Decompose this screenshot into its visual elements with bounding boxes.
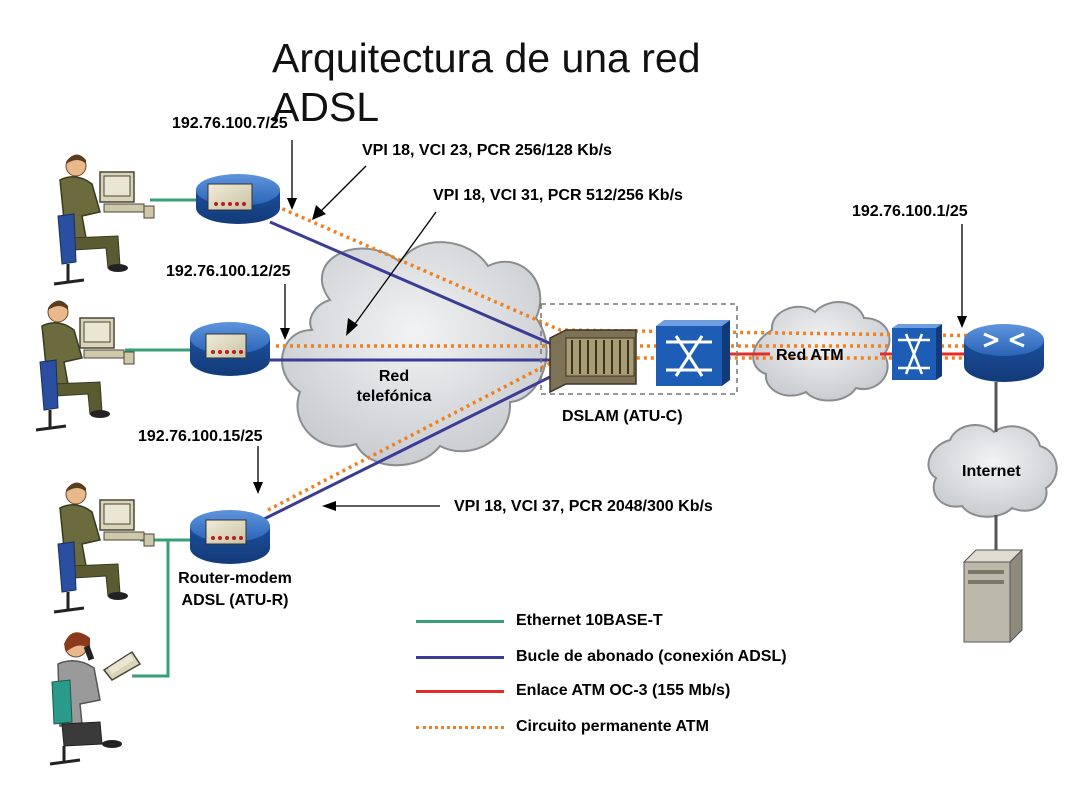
legend-label-bucle: Bucle de abonado (conexión ADSL) <box>516 648 787 665</box>
router-modem-label-line1: Router-modem <box>178 570 292 587</box>
legend-label-ethernet: Ethernet 10BASE-T <box>516 612 663 629</box>
user-at-desk-icon-2 <box>35 300 135 432</box>
legend-item-ethernet: Ethernet 10BASE-T <box>416 610 663 632</box>
red-telefonica-label-line1: Red <box>378 368 410 385</box>
dslam-label: DSLAM (ATU-C) <box>562 408 683 425</box>
dslam-icon <box>549 329 637 394</box>
vc-label-2: VPI 18, VCI 31, PCR 512/256 Kb/s <box>433 187 683 204</box>
vc-label-1: VPI 18, VCI 23, PCR 256/128 Kb/s <box>362 142 612 159</box>
red-atm-label: Red ATM <box>776 347 844 364</box>
ip-label-user-1: 192.76.100.7/25 <box>172 115 288 132</box>
router-icon-core <box>964 324 1044 382</box>
legend-swatch-atm-link <box>416 689 504 693</box>
cloud-icon-red-telefonica <box>281 241 548 467</box>
internet-label: Internet <box>962 463 1021 480</box>
vc-label-3: VPI 18, VCI 37, PCR 2048/300 Kb/s <box>454 498 713 515</box>
legend-swatch-ethernet <box>416 619 504 623</box>
legend-label-pvc: Circuito permanente ATM <box>516 718 709 735</box>
router-modem-label-line2: ADSL (ATU-R) <box>181 592 289 609</box>
legend-item-pvc: Circuito permanente ATM <box>416 716 709 738</box>
router-modem-icon-3 <box>190 510 270 564</box>
subscriber-loop-lines <box>261 220 557 522</box>
legend-item-bucle: Bucle de abonado (conexión ADSL) <box>416 646 787 668</box>
router-modem-icon-1 <box>196 174 280 224</box>
user-on-phone-icon <box>49 632 142 766</box>
legend-swatch-pvc <box>416 725 504 729</box>
annotation-arrows <box>253 140 967 511</box>
user-at-desk-icon-1 <box>53 154 155 286</box>
atm-switch-icon-dslam <box>656 320 730 386</box>
atm-switch-icon-core <box>892 324 942 380</box>
ip-label-user-2: 192.76.100.12/25 <box>166 263 291 280</box>
legend-item-atm-link: Enlace ATM OC-3 (155 Mb/s) <box>416 680 730 702</box>
ip-label-user-3: 192.76.100.15/25 <box>138 428 263 445</box>
user-at-desk-icon-3 <box>53 482 155 614</box>
legend-swatch-bucle <box>416 655 504 659</box>
router-modem-icon-2 <box>190 322 270 376</box>
server-icon <box>962 548 1024 644</box>
ip-label-router: 192.76.100.1/25 <box>852 203 968 220</box>
cloud-icon-red-atm <box>752 300 891 402</box>
page-title: Arquitectura de una red ADSL <box>272 35 701 130</box>
legend-label-atm-link: Enlace ATM OC-3 (155 Mb/s) <box>516 682 731 699</box>
dslam-boundary <box>540 303 738 395</box>
cloud-icon-internet <box>927 424 1058 518</box>
red-telefonica-label-line2: telefónica <box>356 388 432 405</box>
